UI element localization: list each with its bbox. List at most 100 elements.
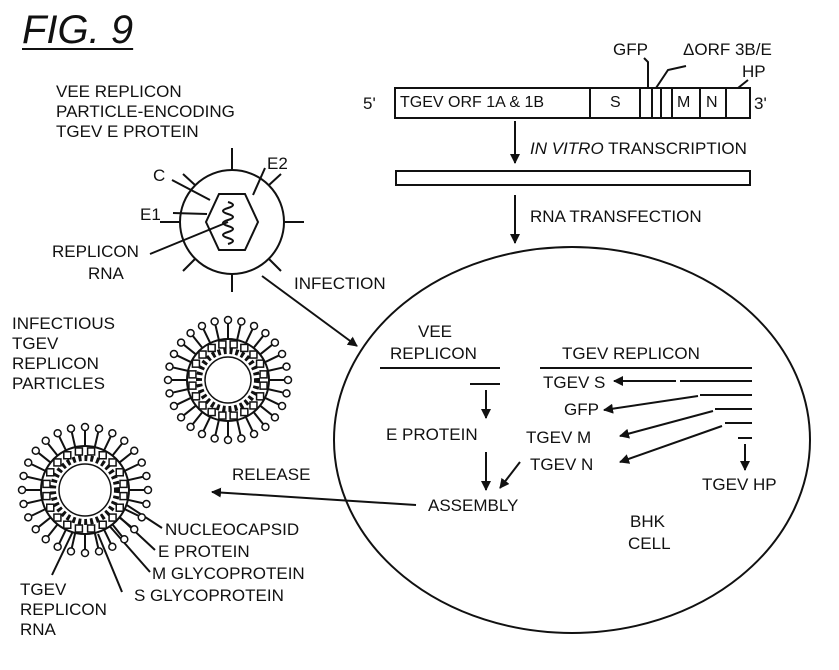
assembly-label: ASSEMBLY <box>428 496 519 515</box>
membrane-protein <box>198 350 207 359</box>
membrane-protein <box>98 520 107 529</box>
vee-title-line-2: PARTICLE-ENCODING <box>56 102 235 121</box>
spike-head <box>237 434 246 443</box>
cell-label: CELL <box>628 534 671 553</box>
hp-pointer <box>737 79 749 89</box>
spike-glycoprotein <box>127 498 143 505</box>
gfp-arrow <box>603 395 699 414</box>
spike-head <box>130 446 139 455</box>
spike-glycoprotein <box>267 366 283 372</box>
vee-replicon-label: REPLICON <box>390 344 477 363</box>
membrane-protein <box>259 370 268 379</box>
spike-head <box>17 485 27 495</box>
spike-head <box>282 389 291 398</box>
rna-transcript-bar <box>395 170 751 186</box>
tgev-s-label: TGEV S <box>543 373 606 392</box>
m-glycoprotein-leader <box>105 521 151 573</box>
spike-head <box>270 413 280 422</box>
membrane-protein <box>229 340 238 349</box>
membrane-protein <box>46 468 55 477</box>
e2-label: E2 <box>267 154 288 173</box>
c-leader <box>171 179 211 201</box>
membrane-protein <box>98 451 107 460</box>
spike-glycoprotein <box>70 532 77 548</box>
spike-head <box>176 338 186 347</box>
s-gene-label: S <box>610 94 621 111</box>
spike-head <box>130 525 139 534</box>
gfp-product-label: GFP <box>564 400 599 419</box>
spike-head <box>210 434 219 443</box>
vee-particle-membrane <box>179 169 285 275</box>
infectious-line-2: TGEV <box>12 334 59 353</box>
c-label: C <box>153 166 166 185</box>
spike-glycoprotein <box>183 344 197 356</box>
vee-title-line-1: VEE REPLICON <box>56 82 182 101</box>
spike-head <box>53 428 62 438</box>
particle-core <box>58 463 112 517</box>
spike-head <box>108 428 117 438</box>
spike-head <box>223 435 233 445</box>
membrane-protein <box>255 392 265 401</box>
spike-glycoprotein <box>111 523 123 537</box>
spike-glycoprotein <box>31 508 46 517</box>
spike-glycoprotein <box>127 475 143 482</box>
spike-head <box>108 542 117 552</box>
spike-glycoprotein <box>173 366 189 372</box>
n-arrow <box>619 425 723 464</box>
spike-head <box>237 317 246 326</box>
n-gene-label: N <box>706 94 718 111</box>
membrane-protein <box>119 491 128 501</box>
transcription-text: TRANSCRIPTION <box>608 139 747 158</box>
spike-glycoprotein <box>103 529 112 544</box>
spike-glycoprotein <box>202 329 212 344</box>
spike-head <box>163 375 173 385</box>
spike-head <box>165 362 174 371</box>
membrane-protein <box>119 479 128 489</box>
membrane-protein <box>240 343 249 353</box>
m-gene-label: M <box>677 94 691 111</box>
tgev-rna-label-line-2: REPLICON <box>20 600 107 619</box>
e2-leader <box>252 167 266 196</box>
bhk-cell-membrane <box>333 246 811 634</box>
spike-glycoprotein <box>252 335 264 349</box>
rna-label: RNA <box>88 264 124 283</box>
spike-glycoprotein <box>244 329 254 344</box>
spike-glycoprotein <box>236 325 242 341</box>
spike-head <box>197 429 207 439</box>
spike-head <box>137 513 147 522</box>
orf-1a-1b-label: TGEV ORF 1A & 1B <box>400 94 545 111</box>
spike-glycoprotein <box>236 419 242 435</box>
membrane-protein <box>42 479 51 489</box>
spike-head <box>210 317 219 326</box>
release-label: RELEASE <box>232 465 311 484</box>
spike-head <box>137 458 147 467</box>
spike-glycoprotein <box>124 508 139 517</box>
spike-glycoprotein <box>103 436 112 451</box>
gfp-pointer <box>643 57 649 88</box>
spike-head <box>261 328 270 338</box>
spike-head <box>23 513 33 522</box>
vee-label: VEE <box>418 322 453 341</box>
spike-glycoprotein <box>183 404 197 416</box>
figure-title: FIG. 9 <box>22 8 134 52</box>
spike-glycoprotein <box>252 411 264 425</box>
spike-head <box>41 535 50 544</box>
membrane-protein <box>191 392 201 401</box>
m-arrow <box>619 410 714 439</box>
five-prime-label: 5' <box>363 94 376 113</box>
membrane-protein <box>115 468 124 477</box>
spike-head <box>277 349 287 359</box>
particle-core <box>204 356 252 404</box>
replicon-rna-leader <box>149 221 229 255</box>
membrane-protein <box>198 401 207 410</box>
e1-leader <box>172 212 208 215</box>
spike-glycoprotein <box>214 325 220 341</box>
membrane-protein <box>207 407 216 417</box>
spike-head <box>66 424 76 433</box>
membrane-protein <box>229 411 238 420</box>
rna-transfection-label: RNA TRANSFECTION <box>530 207 702 226</box>
nucleocapsid-label: NUCLEOCAPSID <box>165 520 300 539</box>
spike-head <box>142 471 151 481</box>
vee-spike <box>268 258 282 272</box>
infectious-line-4: PARTICLES <box>12 374 105 393</box>
